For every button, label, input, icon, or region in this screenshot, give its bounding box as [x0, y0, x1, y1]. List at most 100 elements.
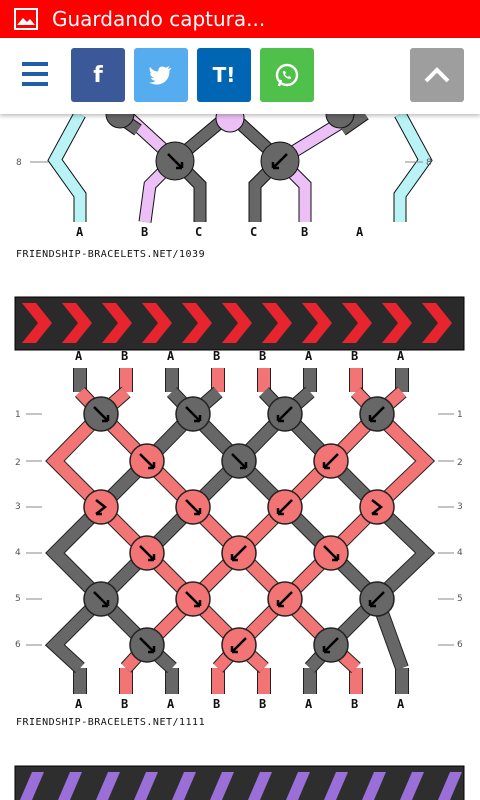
pattern-2-credit: FRIENDSHIP-BRACELETS.NET/1111	[16, 717, 206, 728]
knot-arrow	[185, 591, 202, 608]
pattern-2-bottom-labels: A B A B B A B A	[75, 697, 405, 711]
svg-text:B: B	[301, 225, 308, 239]
share-toolbar: f T!	[0, 38, 480, 114]
svg-text:A: A	[356, 225, 364, 239]
image-icon	[14, 8, 38, 30]
wave-mark	[438, 772, 462, 800]
svg-text:B: B	[259, 697, 266, 711]
svg-text:B: B	[351, 697, 358, 711]
whatsapp-icon	[275, 63, 299, 87]
knot-arrow	[276, 406, 293, 423]
chevron-mark	[102, 303, 132, 343]
wave-mark	[172, 772, 196, 800]
chevron-mark	[382, 303, 412, 343]
svg-text:B: B	[213, 697, 220, 711]
knot-arrow	[231, 453, 248, 470]
wave-mark	[324, 772, 348, 800]
svg-text:1: 1	[457, 410, 463, 420]
twitter-icon	[149, 66, 172, 85]
chevron-mark	[62, 303, 92, 343]
chevron-mark	[302, 303, 332, 343]
knot	[359, 489, 395, 525]
svg-text:2: 2	[15, 458, 21, 468]
pattern-1-bottom-labels: A B C C B A	[76, 225, 364, 239]
knot-arrow	[322, 637, 339, 654]
svg-text:5: 5	[15, 594, 21, 604]
svg-text:B: B	[259, 349, 266, 363]
facebook-share-button[interactable]: f	[71, 48, 125, 102]
svg-text:1: 1	[15, 410, 21, 420]
pattern-content: 8 8 A B C C B A A B A B B A B A 1	[0, 114, 480, 800]
svg-text:A: A	[167, 697, 175, 711]
knot-arrow	[185, 406, 202, 423]
svg-text:B: B	[351, 349, 358, 363]
knot-arrow	[276, 499, 293, 516]
wave-mark	[58, 772, 82, 800]
svg-text:A: A	[305, 697, 313, 711]
pattern-2-preview	[14, 296, 465, 351]
chevron-mark	[422, 303, 452, 343]
status-bar: Guardando captura...	[0, 0, 480, 38]
pattern-3-preview	[14, 765, 465, 800]
knot-arrow	[93, 406, 110, 423]
chevron-mark	[182, 303, 212, 343]
knot-arrow	[322, 453, 339, 470]
svg-text:A: A	[397, 697, 405, 711]
knot-arrow	[230, 637, 247, 654]
facebook-icon: f	[93, 62, 103, 88]
svg-text:3: 3	[15, 502, 21, 512]
pattern-2-row-numbers: 1 2 3 4 5 6 1 2 3 4 5 6	[15, 410, 463, 650]
wave-mark	[286, 772, 310, 800]
wave-mark	[20, 772, 44, 800]
knot-arrow	[185, 499, 202, 516]
knot-arrow	[276, 591, 293, 608]
pattern-1-diagram	[30, 114, 433, 223]
pattern-2-top-labels: A B A B B A B A	[75, 349, 405, 363]
knot-arrow	[368, 591, 385, 608]
svg-text:A: A	[75, 697, 83, 711]
scroll-up-button[interactable]	[410, 48, 464, 102]
chevron-mark	[22, 303, 52, 343]
svg-text:2: 2	[457, 458, 463, 468]
chevron-mark	[142, 303, 172, 343]
svg-text:B: B	[121, 697, 128, 711]
svg-text:A: A	[76, 225, 84, 239]
pattern-1-row-left: 8	[16, 158, 22, 168]
wave-mark	[400, 772, 424, 800]
svg-text:6: 6	[457, 640, 463, 650]
svg-text:A: A	[167, 349, 175, 363]
svg-text:4: 4	[15, 548, 21, 558]
chevron-up-icon	[424, 67, 450, 83]
knot-arrow	[139, 545, 156, 562]
pattern-1-credit: FRIENDSHIP-BRACELETS.NET/1039	[16, 249, 206, 260]
svg-text:A: A	[305, 349, 313, 363]
knot-arrow	[371, 499, 384, 516]
hamburger-menu-icon[interactable]	[22, 62, 48, 86]
svg-text:B: B	[121, 349, 128, 363]
wave-mark	[134, 772, 158, 800]
pattern-drawing: 8 8 A B C C B A A B A B B A B A 1	[14, 114, 465, 800]
svg-text:C: C	[250, 225, 257, 239]
status-title: Guardando captura...	[52, 7, 266, 31]
chevron-mark	[222, 303, 252, 343]
knot-arrow	[323, 545, 340, 562]
twitter-share-button[interactable]	[134, 48, 188, 102]
wave-mark	[362, 772, 386, 800]
svg-text:A: A	[75, 349, 83, 363]
pattern-2-diagram	[26, 368, 454, 694]
knot-arrow	[368, 406, 385, 423]
knot-arrow	[230, 545, 247, 562]
wave-mark	[210, 772, 234, 800]
knot	[83, 489, 119, 525]
svg-text:B: B	[213, 349, 220, 363]
svg-text:5: 5	[457, 594, 463, 604]
whatsapp-share-button[interactable]	[260, 48, 314, 102]
knot-arrow	[93, 591, 110, 608]
knot-arrow	[139, 453, 156, 470]
wave-mark	[248, 772, 272, 800]
tuenti-share-button[interactable]: T!	[197, 48, 251, 102]
pattern-1-row-right: 8	[426, 158, 432, 168]
svg-text:6: 6	[15, 640, 21, 650]
svg-text:3: 3	[457, 502, 463, 512]
knot-arrow	[95, 499, 108, 516]
